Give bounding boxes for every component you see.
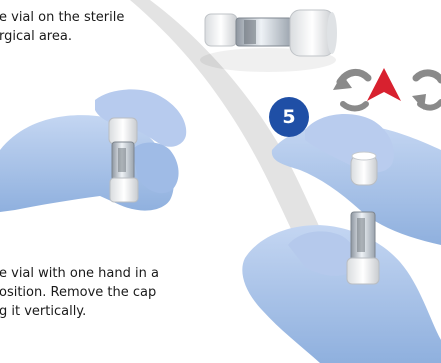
instruction-top-line-2: rgical area.	[0, 29, 72, 44]
vial-left-illustration	[109, 118, 138, 202]
step-number: 5	[282, 106, 295, 128]
instruction-text-top: e vial on the sterile rgical area.	[0, 8, 124, 46]
cap-right-illustration	[351, 152, 377, 185]
rotate-left-arrow-icon	[333, 72, 368, 108]
vial-right-illustration	[347, 212, 379, 284]
step-number-badge: 5	[269, 97, 309, 137]
right-lower-gloved-hand	[242, 225, 441, 363]
instruction-bottom-line-3: g it vertically.	[0, 304, 86, 319]
instruction-top-line-1: e vial on the sterile	[0, 10, 124, 25]
instruction-bottom-line-2: osition. Remove the cap	[0, 285, 156, 300]
vial-top-illustration	[200, 10, 337, 72]
left-gloved-hands	[0, 89, 186, 212]
instruction-text-bottom: e vial with one hand in a osition. Remov…	[0, 264, 159, 321]
red-triangle-icon	[367, 68, 401, 101]
instruction-bottom-line-1: e vial with one hand in a	[0, 266, 159, 281]
rotate-right-arrow-icon	[412, 73, 441, 110]
